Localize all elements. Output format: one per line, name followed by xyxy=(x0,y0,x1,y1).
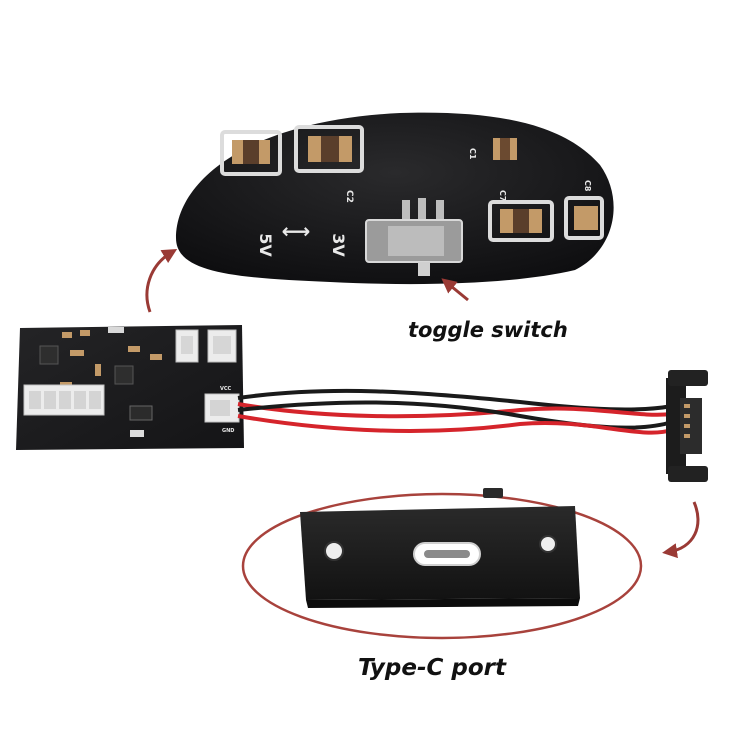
highlight-ellipse xyxy=(241,492,643,640)
typec-module-side-view xyxy=(666,370,708,482)
inset-capacitor-left xyxy=(220,130,282,176)
board-gnd-label: GND xyxy=(222,428,234,434)
board-connector-top-1 xyxy=(175,329,199,363)
zoom-inset: C2 C1 5V ⟷ 3V C7 C8 xyxy=(176,112,614,285)
inset-label-5v: 5V xyxy=(256,233,275,257)
enclosure-screw-hole-right xyxy=(539,535,557,553)
inset-toggle-switch xyxy=(365,198,463,276)
annotation-arrow-to-inset xyxy=(145,248,178,313)
inset-ref-c7: C7 xyxy=(498,190,507,201)
caption-toggle-switch: toggle switch xyxy=(408,318,568,342)
inset-capacitor-middle xyxy=(294,125,364,173)
board-header-connector xyxy=(23,384,105,416)
inset-arrow-glyph: ⟷ xyxy=(282,219,311,243)
caption-type-c-port: Type-C port xyxy=(358,655,506,681)
typec-enclosure xyxy=(300,488,580,608)
inset-capacitor-right-1 xyxy=(488,200,554,242)
enclosure-screw-hole-left xyxy=(324,541,344,561)
board-inductor-1 xyxy=(39,345,59,365)
inset-capacitor-right-2 xyxy=(564,196,604,240)
board-toggle-switch xyxy=(108,327,124,333)
board-cable-connector xyxy=(204,393,240,423)
inset-label-3v: 3V xyxy=(329,233,348,257)
inset-ref-c8: C8 xyxy=(583,180,592,192)
main-pcb-board: VCC GND xyxy=(16,325,244,450)
annotation-arrow-to-enclosure xyxy=(662,501,700,559)
board-vcc-label: VCC xyxy=(220,386,232,392)
cable-wires xyxy=(237,388,673,435)
inset-ref-c1: C1 xyxy=(468,148,477,160)
board-connector-top-2 xyxy=(207,329,237,363)
inset-ref-c2: C2 xyxy=(344,190,354,203)
board-inductor-2 xyxy=(114,365,134,385)
annotation-arrow-to-toggle xyxy=(441,278,469,302)
